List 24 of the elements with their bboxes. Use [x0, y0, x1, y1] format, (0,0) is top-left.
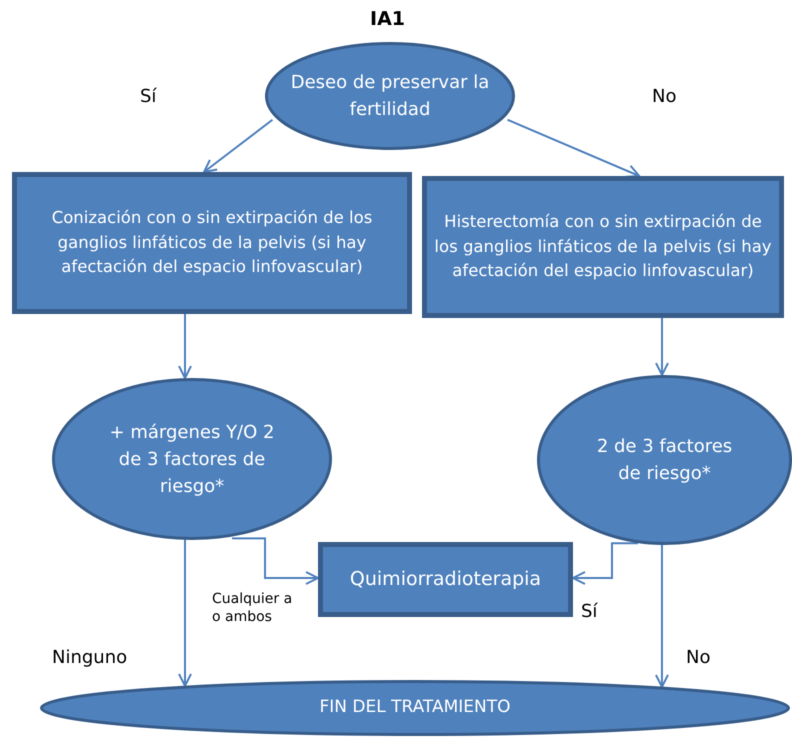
arrow [572, 542, 638, 585]
arrow [655, 318, 669, 376]
arrow [203, 118, 274, 173]
arrow [654, 543, 669, 688]
decision-ellipse [265, 42, 515, 150]
process-box [12, 172, 412, 314]
arrow [178, 538, 192, 687]
node-text: Deseo de preservar la fertilidad [290, 71, 490, 122]
arrow [507, 118, 640, 178]
node-text: 2 de 3 factores de riesgo* [596, 435, 734, 486]
decision-ellipse [40, 680, 790, 736]
arrow [232, 537, 319, 585]
node-text: Quimiorradioterapia [350, 567, 542, 592]
arrow [178, 314, 192, 380]
decision-ellipse [52, 378, 332, 540]
node-text: + márgenes Y/O 2 de 3 factores de riesgo* [108, 420, 276, 498]
node-text: Conización con o sin extirpación de los ganglios linfáticos de la pelvis (si hay afectación del espacio linfovascular) [50, 206, 374, 278]
node-text: FIN DEL TRATAMIENTO [319, 696, 511, 720]
diagram-title: IA1 [370, 8, 405, 30]
edge-label: Ninguno [52, 646, 128, 670]
process-box [422, 176, 784, 318]
process-box [318, 542, 573, 617]
node-text: Histerectomía con o sin extirpación de los ganglios linfáticos de la pelvis (si hay afectación del espacio linfovascular) [433, 210, 773, 282]
decision-ellipse [537, 375, 792, 545]
